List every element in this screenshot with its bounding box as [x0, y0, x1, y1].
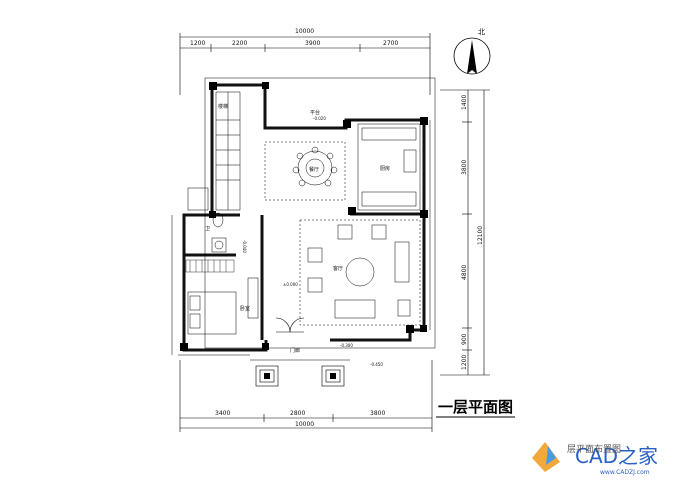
kitchen-counters — [357, 123, 421, 211]
wardrobe — [185, 259, 235, 273]
dim-top-total: 10000 — [295, 28, 314, 35]
room-stair: 楼梯 — [218, 103, 228, 110]
bottom-dimension-chain — [179, 360, 433, 432]
room-kitchen: 厨房 — [380, 165, 390, 172]
dim-bottom-total: 10000 — [295, 421, 314, 428]
room-terrace: 平台 — [310, 109, 320, 116]
dim-bottom-3: 3800 — [370, 410, 385, 417]
walls — [182, 83, 426, 352]
dim-right-1: 1400 — [461, 95, 468, 110]
dining-table — [264, 141, 346, 201]
drawing-subtitle: 层平面布置图 — [567, 443, 621, 455]
north-arrow — [453, 37, 491, 75]
wall-columns — [180, 82, 428, 351]
room-dining: 餐厅 — [309, 166, 319, 173]
dim-right-2: 3800 — [461, 160, 468, 175]
watermark-url: www.CADZJ.com — [600, 469, 650, 476]
right-dimension-chain — [440, 89, 490, 376]
porch-posts — [264, 373, 336, 379]
cad-logo: CAD之家 www.CADZJ.com — [532, 442, 658, 476]
dim-right-4: 900 — [461, 333, 468, 345]
dim-top-2: 2200 — [232, 40, 247, 47]
dim-right-3: 4800 — [461, 265, 468, 280]
dim-bottom-2: 2800 — [290, 410, 305, 417]
dim-top-4: 2700 — [383, 40, 398, 47]
room-bedroom: 卧室 — [240, 305, 250, 312]
dim-right-5: 1200 — [461, 355, 468, 370]
room-living: 客厅 — [333, 265, 343, 272]
dim-right-total: 12100 — [477, 226, 484, 245]
living-furniture — [299, 219, 421, 326]
north-label: 北 — [478, 28, 485, 36]
drawing-title: 一层平面图 — [438, 398, 513, 416]
room-bath: 卫 — [205, 226, 210, 232]
entry-porch — [250, 317, 350, 387]
outer-outline — [171, 77, 436, 356]
elev-hall: ±0.000 — [283, 282, 298, 287]
elev-terrace: -0.020 — [313, 116, 326, 121]
bedroom-bed — [187, 277, 259, 335]
bathroom-fixtures — [187, 187, 227, 253]
elev-step: -0.450 — [370, 362, 383, 367]
dim-top-1: 1200 — [190, 40, 205, 47]
dim-top-3: 3900 — [305, 40, 320, 47]
elev-entry: -0.300 — [340, 343, 353, 348]
elev-bath: -0.040 — [242, 240, 247, 253]
dim-bottom-1: 3400 — [215, 410, 230, 417]
room-entry: 门廊 — [290, 347, 300, 354]
stair — [215, 91, 241, 211]
watermark-brand: CAD之家 — [575, 444, 658, 468]
top-dimension-chain — [179, 33, 431, 95]
